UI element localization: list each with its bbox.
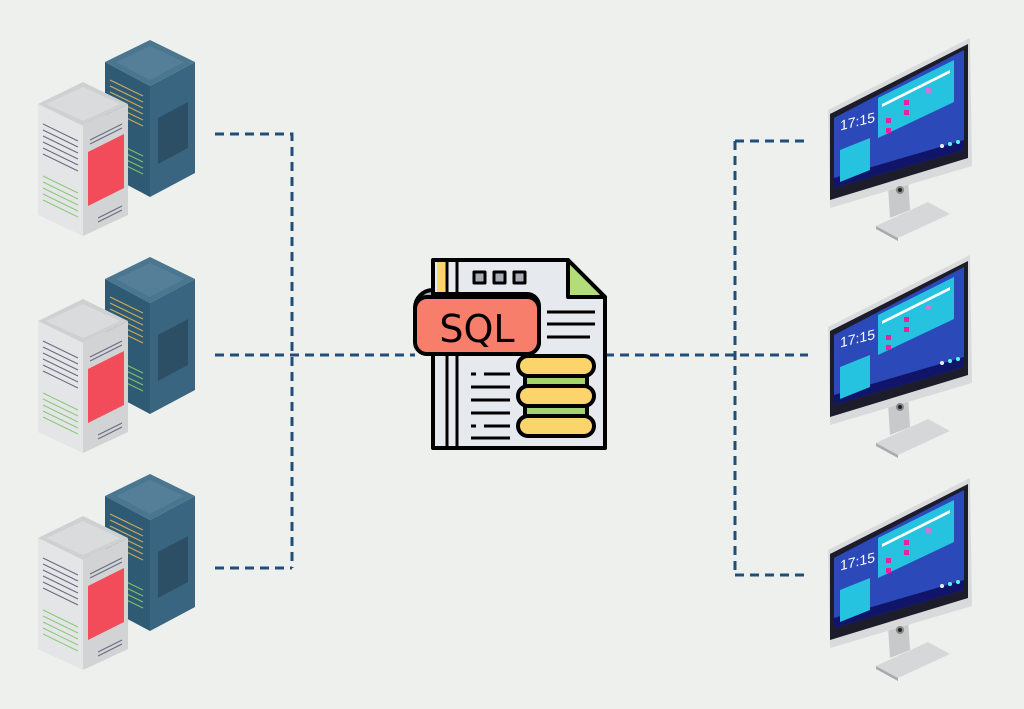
sql-file-icon: SQL [413, 258, 607, 450]
server-rack-2 [37, 256, 196, 454]
server-rack-1 [37, 39, 196, 237]
sql-label: SQL [439, 307, 514, 351]
client-connectors [605, 139, 808, 577]
server-rack-3 [37, 473, 196, 671]
client-monitor-1: 17:15 [828, 38, 972, 241]
client-monitor-3: 17:15 [828, 478, 972, 681]
server-connectors [215, 132, 415, 570]
client-monitor-2: 17:15 [828, 255, 972, 458]
